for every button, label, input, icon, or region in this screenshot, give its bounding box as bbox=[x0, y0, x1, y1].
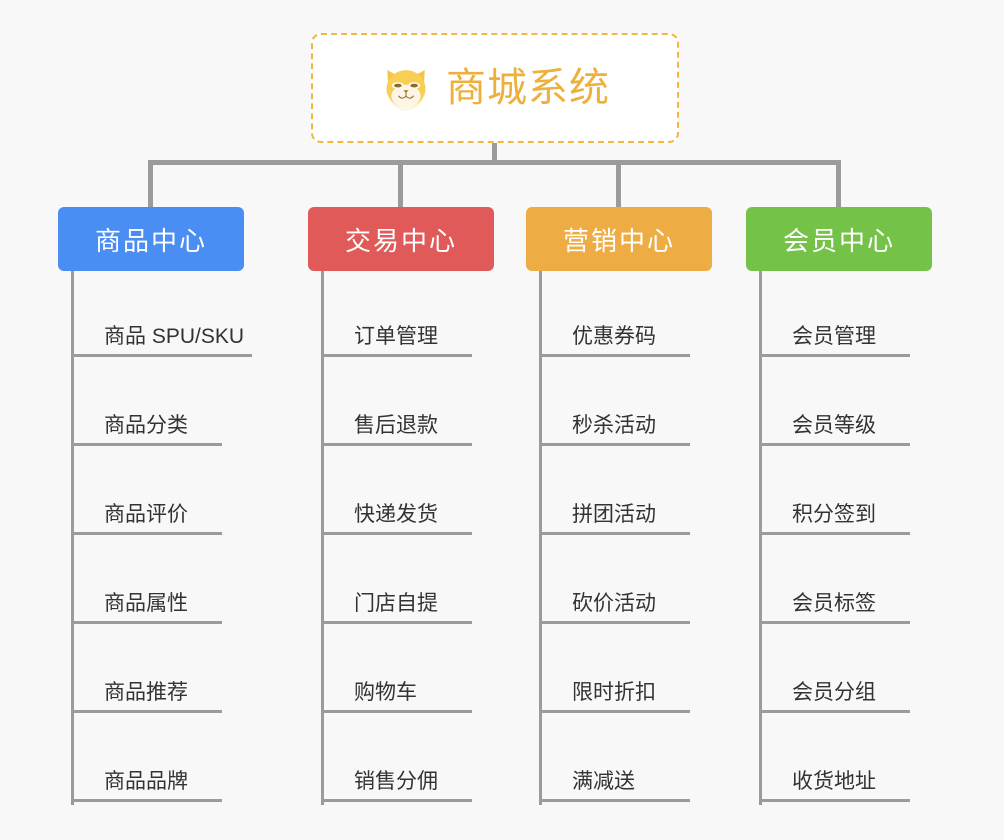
list-item[interactable]: 收货地址 bbox=[762, 716, 932, 805]
category-label-3: 营销中心 bbox=[562, 225, 675, 256]
list-item[interactable]: 快递发货 bbox=[324, 449, 494, 538]
list-item[interactable]: 拼团活动 bbox=[542, 449, 712, 538]
branch-column-4: 会员中心 会员管理 会员等级 积分签到 会员标签 会员分组 收货地址 bbox=[746, 207, 932, 805]
leaf-underline bbox=[74, 532, 222, 535]
list-item[interactable]: 会员等级 bbox=[762, 360, 932, 449]
leaf-list-3: 优惠券码 秒杀活动 拼团活动 砍价活动 限时折扣 满减送 bbox=[539, 271, 712, 805]
list-item[interactable]: 门店自提 bbox=[324, 538, 494, 627]
leaf-label: 商品 SPU/SKU bbox=[104, 324, 245, 348]
list-item[interactable]: 商品推荐 bbox=[74, 627, 244, 716]
leaf-label: 秒杀活动 bbox=[572, 413, 656, 437]
leaf-label: 门店自提 bbox=[354, 591, 438, 615]
list-item[interactable]: 秒杀活动 bbox=[542, 360, 712, 449]
leaf-label: 商品推荐 bbox=[104, 680, 188, 704]
branch-column-3: 营销中心 优惠券码 秒杀活动 拼团活动 砍价活动 限时折扣 满减送 bbox=[526, 207, 712, 805]
connector-root-stem bbox=[492, 143, 497, 164]
leaf-label: 会员管理 bbox=[792, 324, 876, 348]
shiba-dog-icon bbox=[380, 62, 432, 114]
list-item[interactable]: 商品品牌 bbox=[74, 716, 244, 805]
list-item[interactable]: 砍价活动 bbox=[542, 538, 712, 627]
category-header-1[interactable]: 商品中心 bbox=[58, 207, 244, 271]
leaf-underline bbox=[324, 621, 472, 624]
leaf-underline bbox=[762, 799, 910, 802]
leaf-label: 商品分类 bbox=[104, 413, 188, 437]
leaf-underline bbox=[74, 799, 222, 802]
list-item[interactable]: 商品分类 bbox=[74, 360, 244, 449]
leaf-underline bbox=[74, 354, 252, 357]
connector-drop-1 bbox=[148, 160, 153, 208]
category-label-4: 会员中心 bbox=[782, 225, 895, 256]
leaf-label: 拼团活动 bbox=[572, 502, 656, 526]
category-label-1: 商品中心 bbox=[94, 225, 207, 256]
list-item[interactable]: 订单管理 bbox=[324, 271, 494, 360]
leaf-label: 满减送 bbox=[572, 769, 635, 793]
list-item[interactable]: 会员管理 bbox=[762, 271, 932, 360]
leaf-label: 售后退款 bbox=[354, 413, 438, 437]
leaf-underline bbox=[762, 354, 910, 357]
leaf-underline bbox=[324, 799, 472, 802]
leaf-label: 商品品牌 bbox=[104, 769, 188, 793]
branch-column-1: 商品中心 商品 SPU/SKU 商品分类 商品评价 商品属性 商品推荐 商品品牌 bbox=[58, 207, 252, 805]
leaf-label: 会员分组 bbox=[792, 680, 876, 704]
leaf-label: 积分签到 bbox=[792, 502, 876, 526]
connector-drop-4 bbox=[836, 160, 841, 208]
leaf-underline bbox=[542, 443, 690, 446]
connector-horizontal-bar bbox=[148, 160, 841, 165]
leaf-underline bbox=[542, 532, 690, 535]
leaf-underline bbox=[74, 710, 222, 713]
leaf-underline bbox=[74, 443, 222, 446]
leaf-label: 购物车 bbox=[354, 680, 417, 704]
list-item[interactable]: 会员标签 bbox=[762, 538, 932, 627]
leaf-underline bbox=[762, 532, 910, 535]
list-item[interactable]: 积分签到 bbox=[762, 449, 932, 538]
leaf-label: 快递发货 bbox=[354, 502, 438, 526]
list-item[interactable]: 商品评价 bbox=[74, 449, 244, 538]
leaf-underline bbox=[762, 443, 910, 446]
list-item[interactable]: 商品属性 bbox=[74, 538, 244, 627]
category-header-2[interactable]: 交易中心 bbox=[308, 207, 494, 271]
leaf-list-1: 商品 SPU/SKU 商品分类 商品评价 商品属性 商品推荐 商品品牌 bbox=[71, 271, 252, 805]
list-item[interactable]: 会员分组 bbox=[762, 627, 932, 716]
leaf-underline bbox=[762, 710, 910, 713]
leaf-underline bbox=[74, 621, 222, 624]
list-item[interactable]: 商品 SPU/SKU bbox=[74, 271, 252, 360]
root-node[interactable]: 商城系统 bbox=[311, 33, 679, 143]
category-header-3[interactable]: 营销中心 bbox=[526, 207, 712, 271]
leaf-label: 订单管理 bbox=[354, 324, 438, 348]
leaf-label: 收货地址 bbox=[792, 769, 876, 793]
leaf-list-4: 会员管理 会员等级 积分签到 会员标签 会员分组 收货地址 bbox=[759, 271, 932, 805]
leaf-underline bbox=[324, 443, 472, 446]
leaf-underline bbox=[324, 354, 472, 357]
list-item[interactable]: 限时折扣 bbox=[542, 627, 712, 716]
leaf-label: 商品评价 bbox=[104, 502, 188, 526]
connector-drop-2 bbox=[398, 160, 403, 208]
leaf-label: 优惠券码 bbox=[572, 324, 656, 348]
leaf-underline bbox=[542, 710, 690, 713]
leaf-label: 会员等级 bbox=[792, 413, 876, 437]
list-item[interactable]: 满减送 bbox=[542, 716, 712, 805]
leaf-label: 限时折扣 bbox=[572, 680, 656, 704]
leaf-label: 销售分佣 bbox=[354, 769, 438, 793]
leaf-label: 商品属性 bbox=[104, 591, 188, 615]
leaf-underline bbox=[542, 799, 690, 802]
leaf-underline bbox=[542, 354, 690, 357]
branch-column-2: 交易中心 订单管理 售后退款 快递发货 门店自提 购物车 销售分佣 bbox=[308, 207, 494, 805]
leaf-underline bbox=[542, 621, 690, 624]
list-item[interactable]: 优惠券码 bbox=[542, 271, 712, 360]
leaf-underline bbox=[762, 621, 910, 624]
category-label-2: 交易中心 bbox=[344, 225, 457, 256]
list-item[interactable]: 购物车 bbox=[324, 627, 494, 716]
leaf-underline bbox=[324, 710, 472, 713]
category-header-4[interactable]: 会员中心 bbox=[746, 207, 932, 271]
leaf-label: 会员标签 bbox=[792, 591, 876, 615]
list-item[interactable]: 售后退款 bbox=[324, 360, 494, 449]
connector-drop-3 bbox=[616, 160, 621, 208]
leaf-underline bbox=[324, 532, 472, 535]
leaf-list-2: 订单管理 售后退款 快递发货 门店自提 购物车 销售分佣 bbox=[321, 271, 494, 805]
leaf-label: 砍价活动 bbox=[572, 591, 656, 615]
root-title: 商城系统 bbox=[446, 66, 610, 110]
list-item[interactable]: 销售分佣 bbox=[324, 716, 494, 805]
